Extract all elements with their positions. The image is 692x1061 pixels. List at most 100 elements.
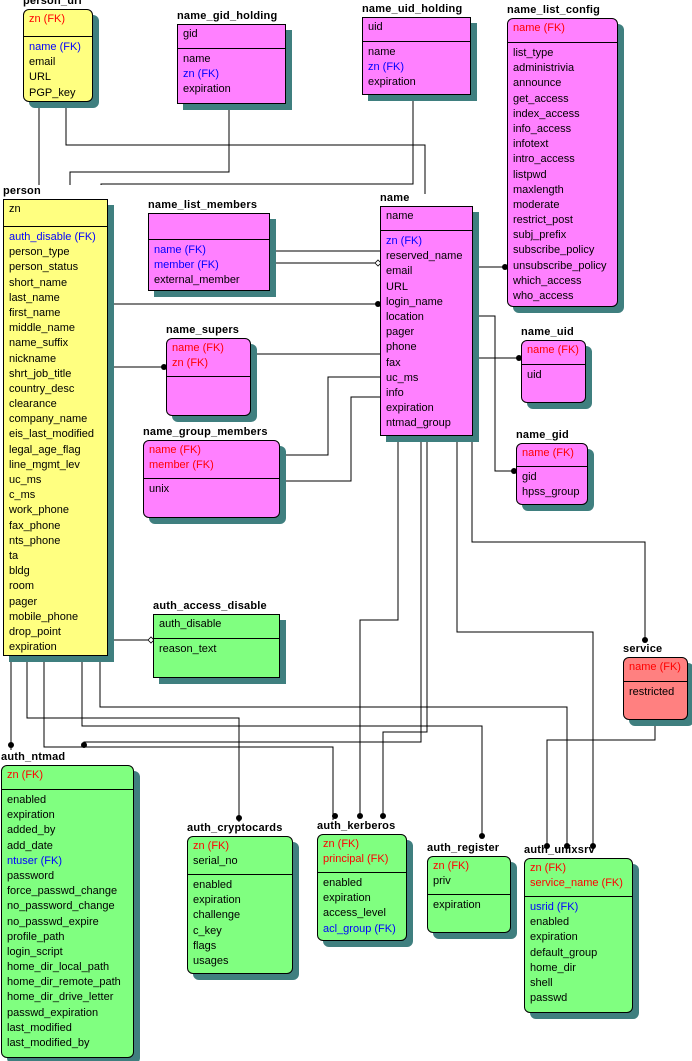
cardinality-many-dot-icon xyxy=(161,364,167,370)
attribute-section: restricted xyxy=(624,682,687,702)
primary-key-section: gid xyxy=(178,25,285,49)
entity-title: name_supers xyxy=(166,324,240,336)
attribute: infotext xyxy=(513,138,549,151)
attribute: ntmad_group xyxy=(386,417,451,430)
cardinality-many-dot-icon xyxy=(590,843,596,849)
primary-key-section: name (FK) xyxy=(624,658,687,682)
attribute: clearance xyxy=(9,398,57,411)
relationship-line xyxy=(65,102,426,194)
cardinality-many-dot-icon xyxy=(226,103,232,109)
attribute: pager xyxy=(386,326,415,339)
relationship-line xyxy=(43,656,334,820)
attribute: gid xyxy=(522,471,537,483)
attribute: uid xyxy=(527,369,542,381)
attribute: uc_ms xyxy=(9,474,42,486)
relationship-line xyxy=(359,436,399,816)
attribute: auth_disable (FK) xyxy=(9,231,96,243)
key-attribute: name (FK) xyxy=(149,444,201,456)
attribute: person_status xyxy=(9,261,79,274)
cardinality-many-dot-icon xyxy=(63,101,69,107)
key-attribute: name xyxy=(386,210,414,222)
key-attribute: name (FK) xyxy=(513,22,565,34)
attribute: zn (FK) xyxy=(386,235,423,247)
relationship-line xyxy=(471,436,646,640)
attribute: legal_age_flag xyxy=(9,443,81,456)
cardinality-many-dot-icon xyxy=(380,813,386,819)
entity-title: name_uid xyxy=(521,326,574,338)
attribute: reason_text xyxy=(159,643,217,655)
primary-key-section: auth_disable xyxy=(154,615,279,639)
attribute: listpwd xyxy=(513,168,547,181)
attribute: person_type xyxy=(9,246,70,259)
attribute: work_phone xyxy=(9,504,69,517)
attribute: no_passwd_expire xyxy=(7,915,99,928)
attribute: access_level xyxy=(323,907,386,920)
relationship-line xyxy=(280,376,380,456)
key-attribute: serial_no xyxy=(193,855,238,868)
attribute: phone xyxy=(386,341,417,354)
attribute: no_password_change xyxy=(7,900,115,913)
attribute: info_access xyxy=(513,122,572,135)
key-attribute: service_name (FK) xyxy=(530,877,623,890)
attribute: reserved_name xyxy=(386,250,463,263)
attribute: fax_phone xyxy=(9,519,61,532)
attribute: drop_point xyxy=(9,625,61,638)
attribute: name (FK) xyxy=(154,244,206,256)
attribute: default_group xyxy=(530,946,598,959)
primary-key-section: name xyxy=(381,207,472,231)
entity-body: auth_disable reason_text xyxy=(153,614,280,678)
primary-key-section: name (FK) xyxy=(522,341,585,365)
entity-title: person_uri xyxy=(23,0,82,7)
relationship-line xyxy=(382,436,428,816)
attribute: add_date xyxy=(7,839,53,852)
attribute: country_desc xyxy=(9,382,75,395)
attribute: ntuser (FK) xyxy=(7,854,63,867)
attribute: announce xyxy=(513,77,562,90)
attribute: member (FK) xyxy=(154,259,219,272)
attribute: pager xyxy=(9,595,38,608)
attribute: URL xyxy=(29,71,52,84)
key-attribute: uid xyxy=(368,21,383,33)
relationship-line xyxy=(473,315,516,472)
entity-title: name_list_config xyxy=(507,4,601,16)
entity-body: name (FK)zn (FK) xyxy=(166,338,251,416)
relationship-line xyxy=(546,720,656,846)
attribute: administrivia xyxy=(513,62,575,75)
attribute: expiration xyxy=(7,809,55,822)
cardinality-optional-diamond-icon xyxy=(423,434,431,442)
attribute: subscribe_policy xyxy=(513,244,595,257)
key-attribute: name (FK) xyxy=(172,342,224,354)
relationship-line xyxy=(81,656,483,836)
entity-title: auth_kerberos xyxy=(317,820,396,832)
attribute: usages xyxy=(193,954,229,967)
key-attribute: zn (FK) xyxy=(323,838,360,850)
attribute: which_access xyxy=(513,274,582,287)
attribute: URL xyxy=(386,280,409,293)
key-attribute: zn (FK) xyxy=(29,13,66,25)
